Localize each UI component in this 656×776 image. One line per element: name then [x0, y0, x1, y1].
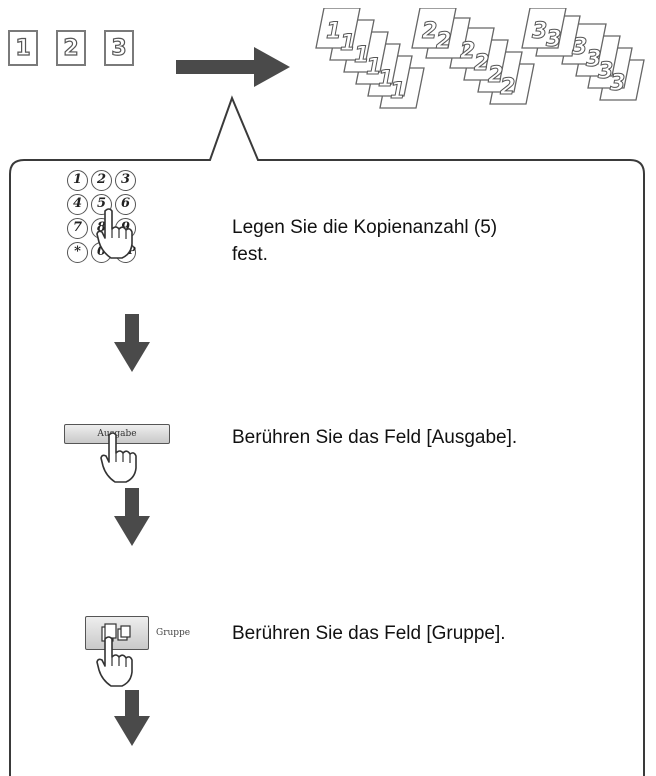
output-button-label: Ausgabe	[97, 429, 137, 439]
stack-number: 3	[610, 71, 625, 96]
keypad-key-3[interactable]: 3	[115, 170, 136, 191]
stack-number: 3	[586, 47, 601, 72]
down-arrow-3	[114, 690, 150, 746]
step-1-text-line2: fest.	[232, 244, 268, 265]
pointing-hand-icon	[96, 636, 133, 687]
stack-number: 3	[572, 35, 587, 60]
stack-number: 2	[422, 19, 437, 44]
down-arrow-1	[114, 314, 150, 372]
group-button[interactable]	[85, 616, 149, 650]
keypad-key-star[interactable]: *	[67, 242, 88, 263]
stack-number: 1	[378, 67, 393, 92]
stack-number: 2	[500, 75, 515, 100]
original-page-2-number: 2	[63, 35, 80, 61]
original-page-3: 3	[104, 30, 134, 66]
keypad-key-2[interactable]: 2	[91, 170, 112, 191]
stack-number: 1	[366, 55, 381, 80]
stack-number: 1	[340, 31, 355, 56]
right-arrow	[176, 47, 290, 87]
stack-number: 3	[598, 59, 613, 84]
stack-number: 3	[532, 19, 547, 44]
pointing-hand-icon	[96, 208, 133, 259]
down-arrow-2	[114, 488, 150, 546]
keypad-key-4[interactable]: 4	[67, 194, 88, 215]
stack-number: 1	[390, 79, 405, 104]
original-page-1: 1	[8, 30, 38, 66]
step-2-text: Berühren Sie das Feld [Ausgabe].	[232, 427, 518, 448]
output-button[interactable]: Ausgabe	[64, 424, 170, 444]
stack-number: 2	[488, 63, 503, 88]
step-1-text-line1: Legen Sie die Kopienanzahl (5)	[232, 217, 498, 238]
grouped-output-stacks: 1 1 1 1 1 1 2 2 2 2 2 2 3 3 3 3 3 3	[315, 8, 645, 109]
stack-number: 3	[546, 27, 561, 52]
stack-number: 2	[474, 51, 489, 76]
stack-number: 2	[436, 29, 451, 54]
callout-outline	[9, 95, 645, 776]
step-3-text: Berühren Sie das Feld [Gruppe].	[232, 623, 506, 644]
keypad-key-1[interactable]: 1	[67, 170, 88, 191]
original-page-1-number: 1	[15, 35, 32, 61]
keypad-key-7[interactable]: 7	[67, 218, 88, 239]
original-page-3-number: 3	[111, 35, 128, 61]
group-button-label: Gruppe	[156, 628, 191, 638]
stack-number: 1	[354, 43, 369, 68]
pointing-hand-icon	[100, 432, 137, 483]
original-page-2: 2	[56, 30, 86, 66]
step-1-text: Legen Sie die Kopienanzahl (5) fest.	[232, 214, 497, 268]
stack-number: 1	[326, 19, 341, 44]
keypad-key-6[interactable]: 6	[115, 194, 136, 215]
stack-number: 2	[460, 39, 475, 64]
